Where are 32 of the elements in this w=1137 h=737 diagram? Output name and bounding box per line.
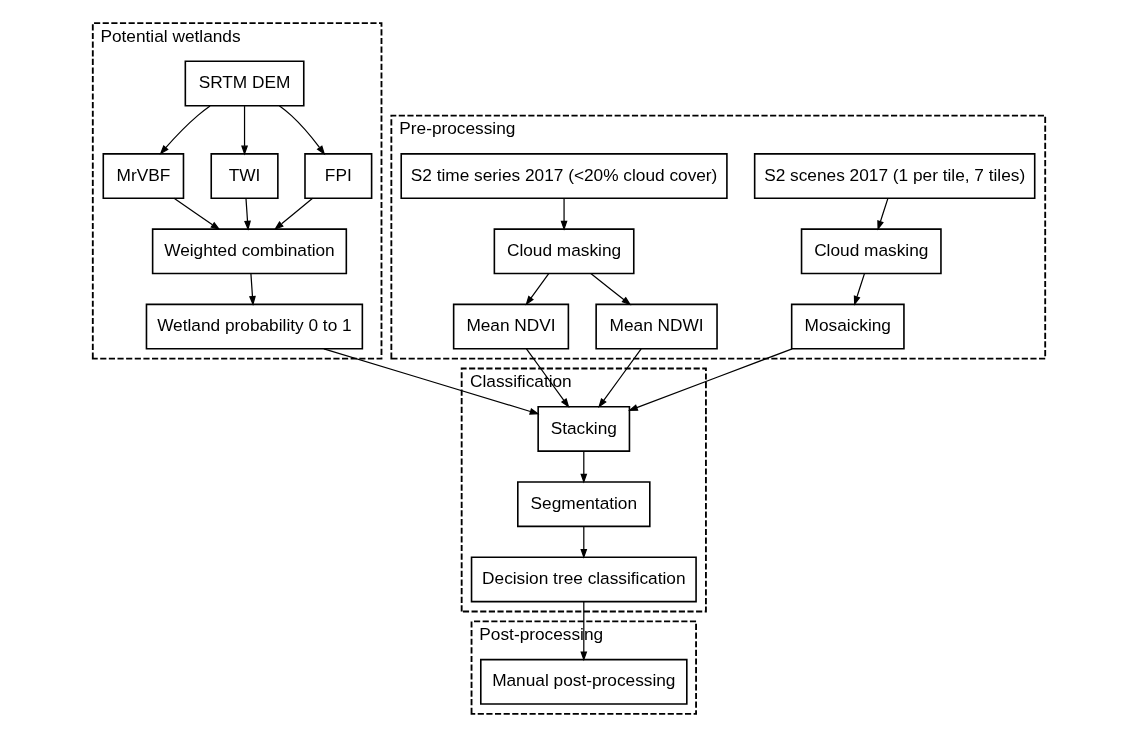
node-box: Mosaicking <box>790 303 905 350</box>
node-box: Decision tree classification <box>470 556 697 603</box>
node-box: Wetland probability 0 to 1 <box>145 303 363 350</box>
node-box: Weighted combination <box>151 228 347 275</box>
arrow <box>876 197 888 231</box>
node-box: Segmentation <box>516 481 651 528</box>
arrow <box>579 525 587 559</box>
node-box: Cloud masking <box>800 228 942 275</box>
node-box: TWI <box>209 153 279 200</box>
arrow <box>243 197 251 231</box>
arrow <box>159 105 211 155</box>
node-box: S2 scenes 2017 (1 per tile, 7 tiles) <box>753 153 1035 200</box>
arrow <box>853 272 865 306</box>
node-box: MrVBF <box>102 153 184 200</box>
arrow <box>579 450 587 484</box>
node-box: Mean NDVI <box>452 303 569 350</box>
node-box: S2 time series 2017 (<20% cloud cover) <box>399 153 728 200</box>
arrow <box>627 348 793 411</box>
arrow <box>172 197 220 231</box>
arrow <box>589 272 631 306</box>
arrow <box>278 105 325 156</box>
node-box: SRTM DEM <box>184 60 305 107</box>
arrow <box>248 272 256 306</box>
node-box: Cloud masking <box>493 228 635 275</box>
node-box: Mean NDWI <box>594 303 718 350</box>
node-box: Stacking <box>536 405 630 452</box>
node-box: Manual post-processing <box>479 658 688 705</box>
node-box: FPI <box>303 153 372 200</box>
arrow <box>560 197 568 231</box>
arrow <box>273 197 313 230</box>
arrow <box>240 105 248 156</box>
arrow <box>524 272 549 306</box>
